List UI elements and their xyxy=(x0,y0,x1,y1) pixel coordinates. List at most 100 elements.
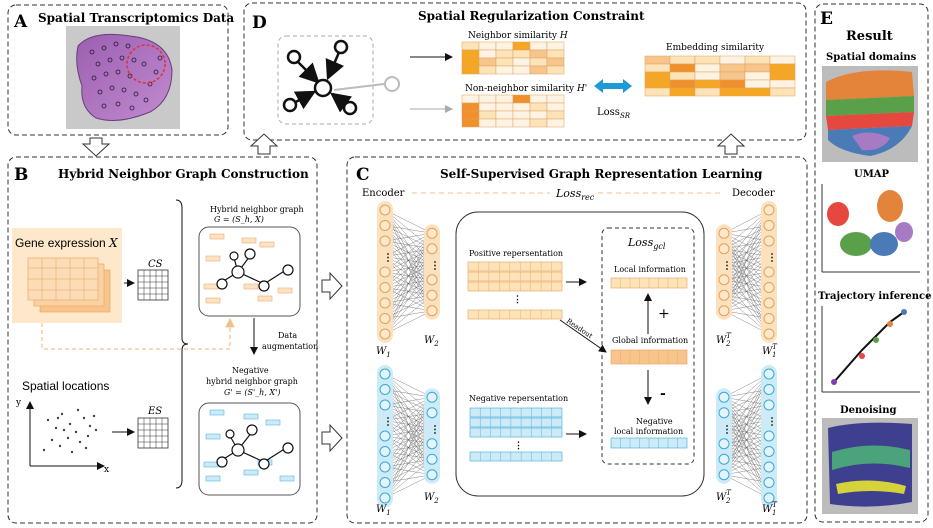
layer-a-node xyxy=(379,461,391,473)
panel-a-letter: A xyxy=(13,12,28,32)
embedding-sim-cell xyxy=(669,71,696,81)
decoder-label: Decoder xyxy=(732,188,775,199)
rep-ellipsis: ⋮ xyxy=(514,440,523,451)
embedding-sim-cell xyxy=(719,63,746,73)
layer-b-node xyxy=(763,399,775,411)
non-neighbor-sim-cell xyxy=(461,110,480,120)
rep-row xyxy=(469,407,563,418)
non-neighbor-sim-cell xyxy=(529,118,548,128)
neighbor-sim-cell xyxy=(495,41,514,51)
rep-ellipsis: ⋮ xyxy=(513,294,522,305)
neighbor-sim-cell xyxy=(478,65,497,75)
embedding-sim-cell xyxy=(744,71,771,81)
neighbor-sim-cell xyxy=(546,49,565,59)
embedding-sim-cell xyxy=(769,63,796,73)
non-neighbor-sim-cell xyxy=(512,102,531,112)
panel-a-border xyxy=(7,4,229,136)
layer-b-node xyxy=(426,289,438,301)
layer-b-node xyxy=(426,391,438,403)
layer-b-node xyxy=(763,328,775,340)
neighborhood-circle xyxy=(126,44,166,84)
layer-b-node xyxy=(763,220,775,231)
layer-b-node xyxy=(763,282,775,293)
layer-a-node xyxy=(379,297,391,309)
neg-local-label-2: local information xyxy=(614,427,683,436)
layer-b-node xyxy=(763,297,775,309)
rep-row xyxy=(469,417,563,428)
tissue-section xyxy=(76,33,173,121)
neighbor-sim-cell xyxy=(495,57,514,67)
w1-label-bottom: W1 xyxy=(376,504,391,517)
layer-a-node xyxy=(379,384,391,395)
location-points xyxy=(42,408,98,454)
embedding-sim-cell xyxy=(644,87,671,97)
readout-label: Readout xyxy=(565,317,594,340)
non-neighbor-sim-cell xyxy=(495,118,514,128)
neighbor-sim-cell xyxy=(512,41,531,51)
non-neighbor-sim-cell xyxy=(478,118,497,128)
panel-d-border xyxy=(243,2,807,141)
spatial-locations-label: Spatial locations xyxy=(22,379,109,393)
neg-hybrid-graph xyxy=(203,409,295,482)
neighbor-sim-cell xyxy=(546,57,565,67)
axis-y-label: y xyxy=(15,398,22,408)
negative-rep-bars: ⋮ xyxy=(469,407,563,462)
arrow-b-to-d xyxy=(249,133,279,155)
layer-a-ellipsis: ⋮ xyxy=(722,260,732,271)
arrow-a-to-b xyxy=(81,137,111,157)
plus-sign: + xyxy=(658,306,670,322)
layer-a-ellipsis: ⋮ xyxy=(383,417,393,428)
layer-b-node xyxy=(426,305,438,317)
non-neighbor-sim-cell xyxy=(546,102,565,112)
panel-d-title: Spatial Regularization Constraint xyxy=(418,9,645,23)
non-neighbor-sim-cell xyxy=(478,110,497,120)
non-neighbor-sim-cell xyxy=(495,110,514,120)
arrow-readout xyxy=(559,319,607,353)
neg-graph-box xyxy=(198,402,301,496)
embedding-sim-cell xyxy=(669,63,696,73)
neg-graph-label-1: Negative xyxy=(232,366,269,375)
panel-e-title: Result xyxy=(846,29,893,44)
arrow-c-to-d xyxy=(716,133,746,155)
layer-a-node xyxy=(718,469,730,481)
non-neighbor-sim-cell xyxy=(546,118,565,128)
layer-a-node xyxy=(718,227,730,239)
rep-row xyxy=(467,309,563,320)
layer-a-node xyxy=(718,407,730,419)
layer-b-ellipsis: ⋮ xyxy=(767,417,777,428)
layer-b-node xyxy=(763,461,775,473)
w2-label-top: W2 xyxy=(424,335,439,348)
hybrid-graph-box xyxy=(198,226,301,317)
layer-b-node xyxy=(763,235,775,247)
layer-a-node xyxy=(379,220,391,231)
non-neighbor-sim-cell xyxy=(512,94,531,104)
positive-rep-label: Positive repersentation xyxy=(469,249,563,258)
arrow-b-to-c-top xyxy=(321,271,343,301)
dashed-path-to-neg-graph xyxy=(41,317,235,350)
w2-label-bottom: W2 xyxy=(424,492,439,505)
panel-b-title: Hybrid Neighbor Graph Construction xyxy=(58,167,309,181)
w1-label-top: W1 xyxy=(376,346,391,359)
hybrid-graph-title: Hybrid neighbor graph xyxy=(210,205,304,214)
non-neighbor-sim-cell xyxy=(478,102,497,112)
layer-a-node xyxy=(718,289,730,301)
layer-b-ellipsis: ⋮ xyxy=(430,424,440,435)
layer-a-node xyxy=(379,204,391,216)
embedding-sim-cell xyxy=(669,55,696,65)
encoder-label: Encoder xyxy=(362,188,405,199)
layer-a-node xyxy=(379,477,391,488)
local-info-label: Local information xyxy=(614,265,686,274)
positive-rep-bars: ⋮ xyxy=(467,261,563,320)
cs-label: CS xyxy=(148,259,163,270)
panel-d: D Spatial Regularization Constraint Neig… xyxy=(243,2,807,141)
embedding-sim-cell xyxy=(644,71,671,81)
umap-plot xyxy=(821,184,920,273)
trajectory-plot xyxy=(821,306,920,393)
neighbor-sim-cell xyxy=(478,57,497,67)
embedding-sim-cell xyxy=(719,55,746,65)
data-aug-label-1: Data xyxy=(278,331,297,340)
layer-a-node xyxy=(379,266,391,278)
layer-b-node xyxy=(426,274,438,286)
panel-e: E Result Spatial domains UMAP Trajectory… xyxy=(814,3,931,523)
non-neighbor-sim-cell xyxy=(512,118,531,128)
